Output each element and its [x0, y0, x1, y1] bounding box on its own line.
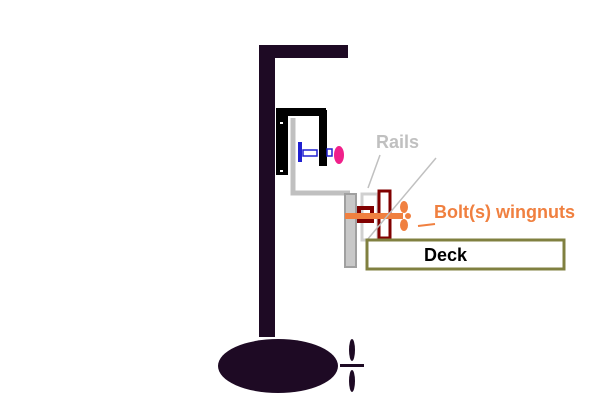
mount-rail [290, 118, 380, 268]
propeller-icon [340, 339, 364, 392]
bolts-label: Bolt(s) wingnuts [434, 202, 575, 222]
motor-shaft [259, 45, 275, 337]
motor-top-bar [259, 45, 348, 58]
rails-label: Rails [376, 132, 419, 152]
leader-lines [366, 154, 437, 241]
clamp-screw-icon [298, 142, 302, 162]
motor-lower-unit [218, 339, 338, 393]
bolt-assembly [345, 189, 411, 240]
clamp-knob-icon [334, 146, 344, 164]
wingnut-icon [400, 201, 408, 213]
outboard-motor [218, 45, 364, 393]
deck-label: Deck [424, 245, 468, 265]
bolt-icon [345, 213, 403, 219]
motor-clamp-bracket [276, 108, 344, 175]
deck-board [365, 238, 566, 271]
